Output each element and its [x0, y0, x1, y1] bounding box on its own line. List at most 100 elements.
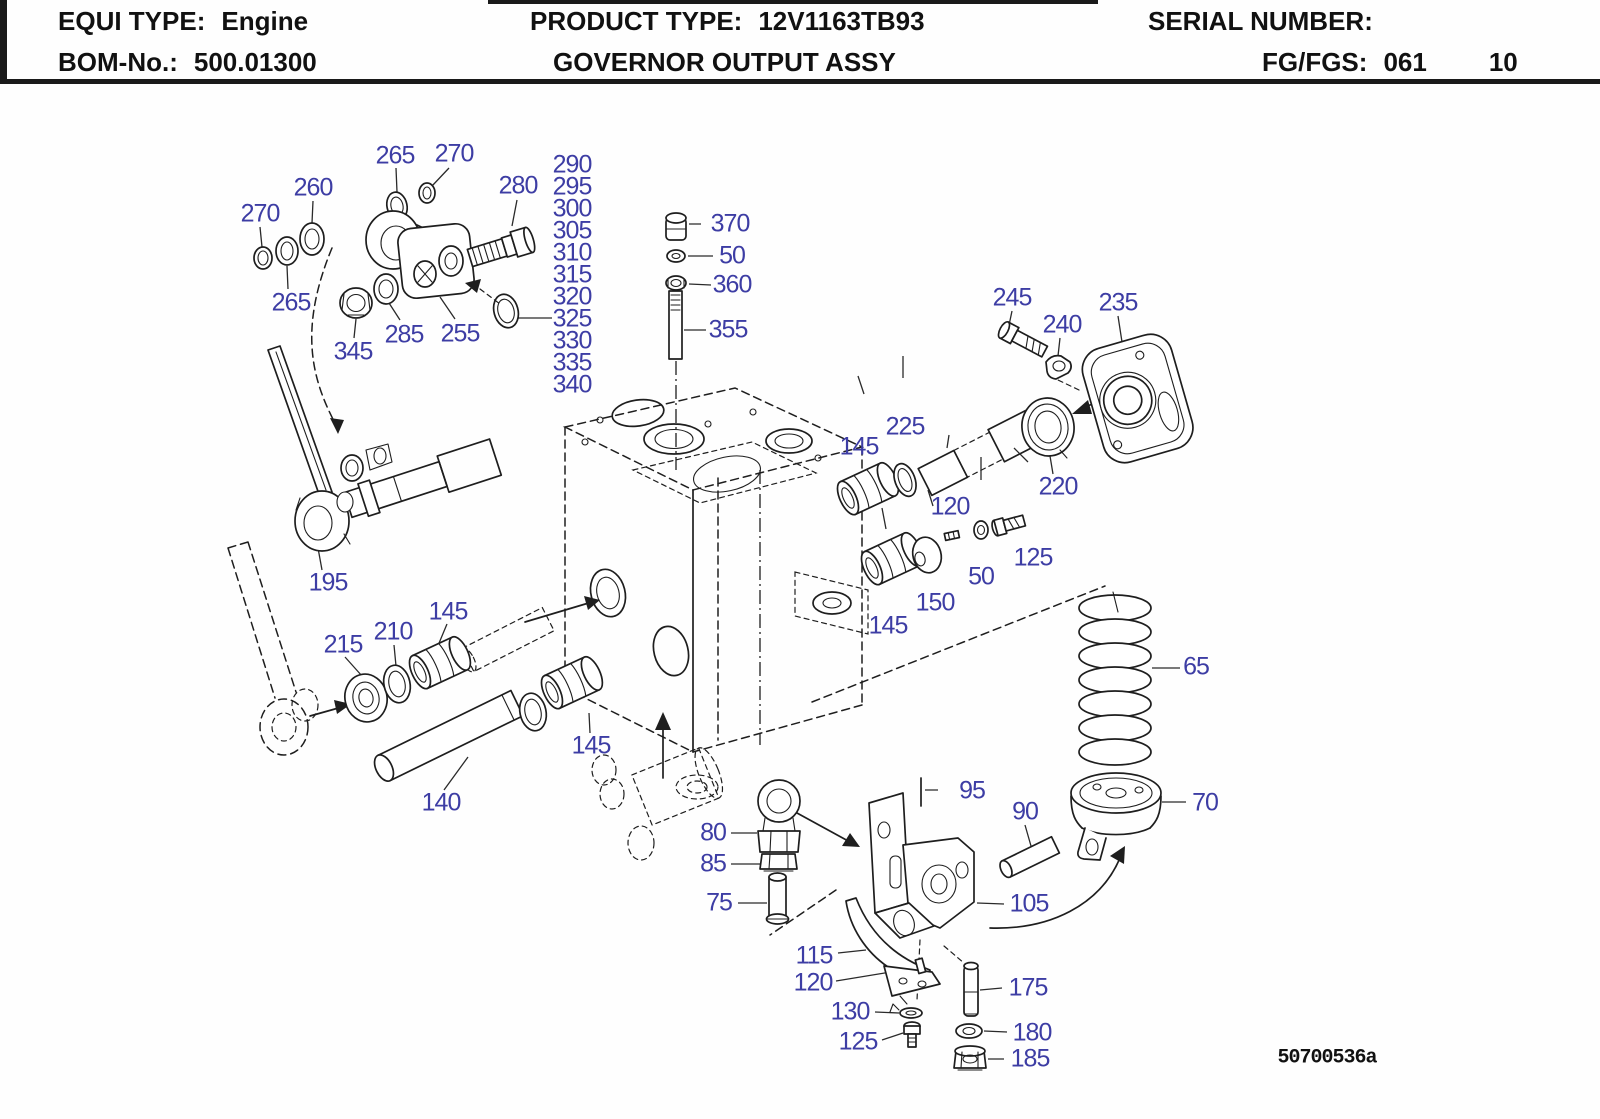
part-callout-145: 145 [428, 597, 469, 626]
part-callout-285: 285 [384, 320, 425, 349]
part-callout-210: 210 [373, 617, 414, 646]
part-callout-280: 280 [498, 171, 539, 200]
part-spring-seat-70 [1070, 772, 1162, 861]
part-callout-265: 265 [271, 288, 312, 317]
equi-type-label: EQUI TYPE: [58, 6, 206, 36]
part-callout-240: 240 [1042, 310, 1083, 339]
part-bolt-245 [997, 320, 1049, 358]
part-callout-80: 80 [700, 818, 727, 847]
part-callout-145: 145 [868, 611, 909, 640]
header-bottom-rule [0, 79, 1600, 84]
part-callout-315: 315 [552, 260, 593, 289]
part-callout-340: 340 [552, 370, 593, 399]
product-type-cell: PRODUCT TYPE: 12V1163TB93 [530, 6, 925, 37]
product-type-label: PRODUCT TYPE: [530, 6, 743, 36]
part-callout-355: 355 [708, 315, 749, 344]
part-pin-140 [373, 689, 525, 782]
part-callout-115: 115 [795, 941, 834, 970]
part-callout-245: 245 [992, 283, 1033, 312]
product-type-value: 12V1163TB93 [758, 6, 925, 36]
part-callout-50: 50 [719, 241, 746, 270]
part-callout-50: 50 [968, 562, 995, 591]
part-spring-65 [1078, 591, 1152, 766]
part-callout-270: 270 [240, 199, 281, 228]
part-callout-145: 145 [571, 731, 612, 760]
part-hidden-lever [227, 541, 351, 756]
left-edge-rule [0, 0, 7, 84]
assembly-title: GOVERNOR OUTPUT ASSY [553, 47, 896, 77]
part-callout-185: 185 [1010, 1044, 1051, 1073]
part-upper-lever-assembly [253, 167, 552, 434]
part-callout-260: 260 [293, 173, 334, 202]
part-callout-290: 290 [552, 150, 593, 179]
part-callout-65: 65 [1183, 652, 1210, 681]
part-callout-90: 90 [1012, 797, 1039, 826]
part-callout-330: 330 [552, 326, 593, 355]
part-output-shaft-group [917, 310, 1194, 497]
equi-type-value: Engine [221, 6, 309, 36]
part-callout-140: 140 [421, 788, 462, 817]
part-flange-235 [1081, 333, 1194, 464]
part-bracket-105 [868, 792, 1005, 1001]
page-value: 10 [1488, 47, 1518, 77]
part-governor-housing [524, 387, 869, 800]
part-callout-120: 120 [793, 968, 834, 997]
part-callout-345: 345 [333, 337, 374, 366]
diagram-artwork [227, 167, 1194, 1071]
part-callout-325: 325 [552, 304, 593, 333]
part-callout-125: 125 [1013, 543, 1054, 572]
part-callout-320: 320 [552, 282, 593, 311]
top-border-rule [488, 0, 1098, 4]
part-callout-235: 235 [1098, 288, 1139, 317]
part-seal-group [344, 606, 608, 791]
part-curved-lever-group [835, 897, 1008, 1071]
part-callout-175: 175 [1008, 973, 1049, 1002]
drawing-number: 50700536a [1277, 1046, 1377, 1070]
part-spring-group [920, 591, 1186, 929]
part-pin-355-group [665, 212, 713, 470]
part-callout-225: 225 [885, 412, 926, 441]
equi-type-cell: EQUI TYPE: Engine [58, 6, 308, 37]
serial-number-label: SERIAL NUMBER: [1148, 6, 1373, 36]
part-callout-370: 370 [710, 209, 751, 238]
part-callout-360: 360 [712, 270, 753, 299]
part-callout-105: 105 [1009, 889, 1050, 918]
part-callout-305: 305 [552, 216, 593, 245]
serial-number-cell: SERIAL NUMBER: [1148, 6, 1389, 37]
part-callout-180: 180 [1012, 1018, 1053, 1047]
part-callout-70: 70 [1192, 788, 1219, 817]
part-callout-130: 130 [830, 997, 871, 1026]
part-callout-295: 295 [552, 172, 593, 201]
part-callout-255: 255 [440, 319, 481, 348]
bom-cell: BOM-No.: 500.01300 [58, 47, 317, 78]
part-callout-195: 195 [308, 568, 349, 597]
part-callout-310: 310 [552, 238, 593, 267]
part-bolt-280 [466, 226, 536, 268]
part-callout-270: 270 [434, 139, 475, 168]
fg-cell: FG/FGS: 061 10 [1262, 47, 1518, 78]
part-callout-300: 300 [552, 194, 593, 223]
part-bolt-125 [991, 514, 1027, 537]
fg-value: 061 [1383, 47, 1427, 77]
part-callout-335: 335 [552, 348, 593, 377]
part-callout-215: 215 [323, 630, 364, 659]
part-callout-145: 145 [839, 432, 880, 461]
part-callout-85: 85 [700, 849, 727, 878]
part-callout-220: 220 [1038, 472, 1079, 501]
part-lever-195 [267, 345, 503, 571]
part-callout-265: 265 [375, 141, 416, 170]
fg-label: FG/FGS: [1262, 47, 1368, 77]
part-clip-240 [1045, 354, 1072, 380]
bom-label: BOM-No.: [58, 47, 178, 77]
part-pin-90 [999, 835, 1061, 879]
bom-value: 500.01300 [193, 47, 317, 77]
part-rod-end-group [731, 779, 860, 925]
part-callout-125: 125 [838, 1027, 879, 1056]
part-mid-bushings-group [769, 356, 1106, 936]
part-callout-95: 95 [959, 776, 986, 805]
part-callout-120: 120 [930, 492, 971, 521]
part-callout-75: 75 [706, 888, 733, 917]
